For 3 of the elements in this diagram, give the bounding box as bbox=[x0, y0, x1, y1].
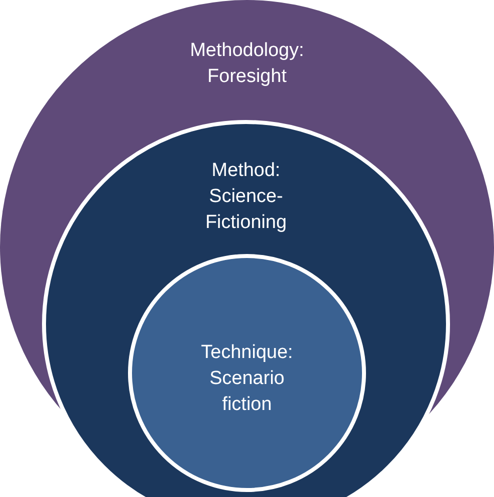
circle-label: Method: Science-Fictioning bbox=[204, 159, 288, 235]
circle-label: Methodology: Foresight bbox=[188, 39, 306, 89]
circle-label: Technique: Scenario fiction bbox=[200, 341, 294, 417]
